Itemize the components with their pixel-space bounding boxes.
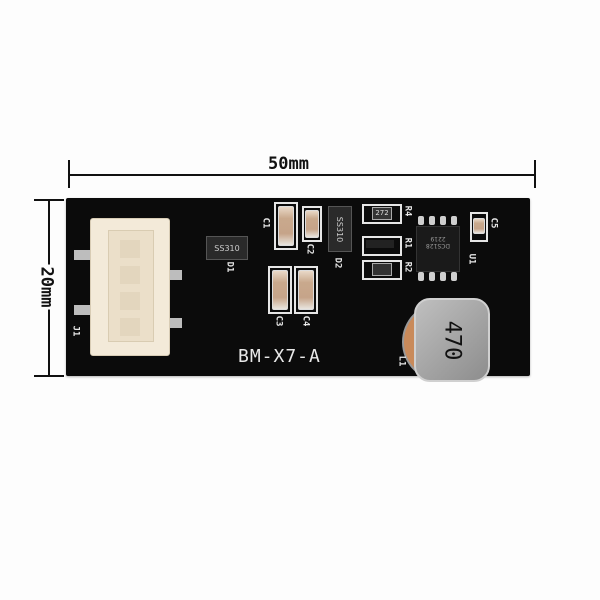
label-c2: C2	[304, 243, 315, 255]
capacitor-c2	[305, 210, 319, 238]
l1-marking: 470	[439, 320, 465, 360]
inductor-cap: 470	[414, 298, 490, 382]
ic-pin	[440, 216, 446, 225]
diode-d2: SS310	[328, 206, 352, 252]
capacitor-c1	[278, 206, 294, 246]
pad-r4: 272	[362, 204, 402, 224]
connector-pin	[166, 270, 182, 280]
ic-pin	[429, 272, 435, 281]
height-dimension: 20mm	[34, 199, 64, 377]
pad-c1	[274, 202, 298, 250]
r4-marking: 272	[375, 209, 389, 217]
label-r2: R2	[402, 261, 413, 273]
resistor-r4: 272	[372, 207, 392, 220]
pad-c2	[302, 206, 322, 242]
height-label: 20mm	[36, 264, 57, 310]
pad-c5	[470, 212, 488, 242]
label-r1: R1	[402, 237, 413, 249]
connector-contact-3	[120, 292, 140, 310]
width-label: 50mm	[268, 154, 309, 174]
capacitor-c3	[272, 270, 288, 310]
connector-contact-2	[120, 266, 140, 284]
dim-line	[68, 174, 536, 176]
inductor-l1: 470	[402, 296, 492, 382]
ic-pin	[418, 216, 424, 225]
label-r4: R4	[402, 205, 413, 217]
ic-pin	[451, 216, 457, 225]
pad-r1	[362, 236, 402, 256]
capacitor-c5	[473, 218, 485, 234]
ic-pin	[429, 216, 435, 225]
label-j1: J1	[70, 325, 81, 337]
ic-u1: 2219 DCS128	[416, 216, 460, 286]
d2-marking: SS310	[335, 216, 345, 242]
d1-marking: SS310	[214, 243, 240, 253]
connector-j1	[74, 210, 182, 360]
label-c5: C5	[488, 217, 499, 229]
capacitor-c4	[298, 270, 314, 310]
u1-code: 2219	[430, 235, 446, 242]
ic-body: 2219 DCS128	[416, 226, 460, 272]
label-c4: C4	[300, 315, 311, 327]
ic-pin	[440, 272, 446, 281]
connector-pin	[74, 305, 94, 315]
connector-contact-4	[120, 318, 140, 336]
label-u1: U1	[466, 253, 477, 265]
pad-r2	[362, 260, 402, 280]
resistor-r1	[366, 240, 394, 248]
resistor-r2	[372, 263, 392, 276]
connector-pin	[166, 318, 182, 328]
label-d1: D1	[224, 261, 235, 273]
width-dimension: 50mm	[68, 154, 536, 188]
label-c1: C1	[260, 217, 271, 229]
ic-pin	[418, 272, 424, 281]
label-l1: L1	[396, 355, 407, 367]
label-d2: D2	[332, 257, 343, 269]
connector-contact-1	[120, 240, 140, 258]
diode-d1: SS310	[206, 236, 248, 260]
pad-c4	[294, 266, 318, 314]
dim-tick-bottom	[34, 375, 64, 377]
pcb-board: J1 SS310 D1 C1 C2 SS310 D2 C3 C4 272 R4 …	[66, 198, 530, 382]
ic-pin	[451, 272, 457, 281]
board-name: BM-X7-A	[238, 346, 321, 367]
pad-c3	[268, 266, 292, 314]
label-c3: C3	[273, 315, 284, 327]
u1-marking: DCS128	[425, 242, 451, 249]
connector-pin	[74, 250, 94, 260]
dim-tick-right	[534, 160, 536, 188]
